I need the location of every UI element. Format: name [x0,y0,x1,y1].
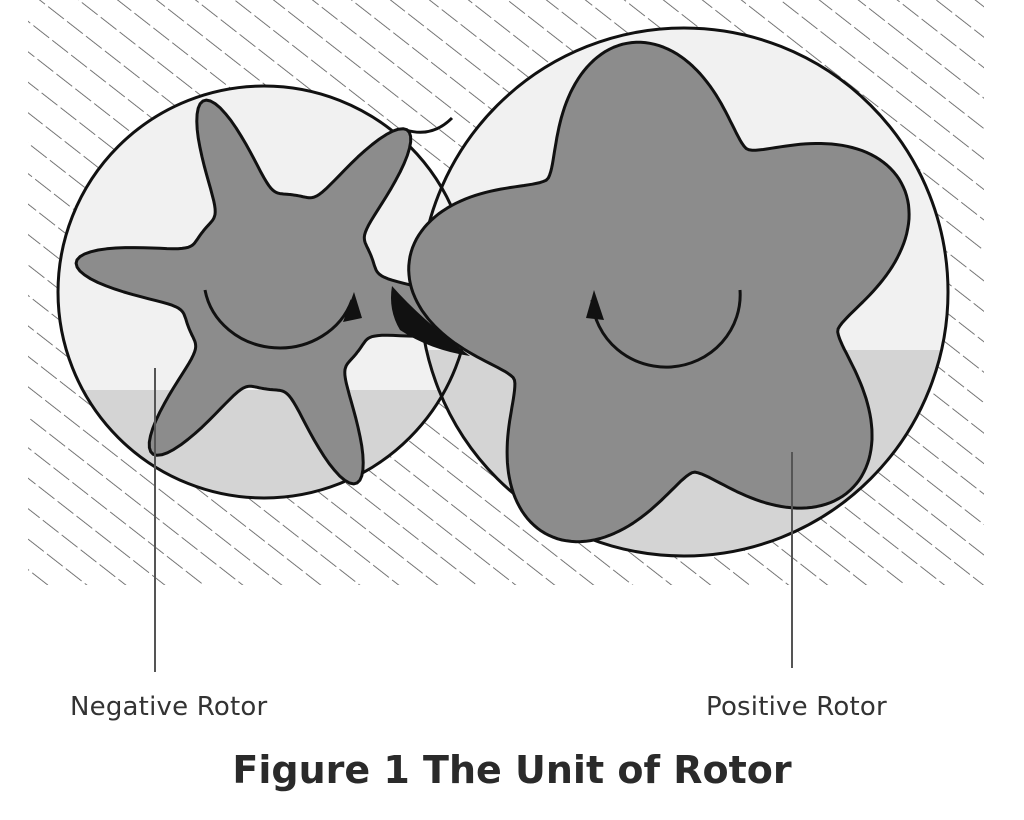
neg-rotor-body [74,98,486,486]
negative-rotor [74,98,486,486]
negative-rotor-label: Negative Rotor [70,692,268,722]
figure-caption: Figure 1 The Unit of Rotor [232,748,792,792]
mesh-seal-region [391,286,470,356]
negative-rotation-arrow [203,289,362,350]
positive-rotation-arrow [586,289,742,369]
positive-rotor-label: Positive Rotor [706,692,887,722]
pos-rotor-body [407,40,911,544]
positive-rotor [407,40,911,544]
